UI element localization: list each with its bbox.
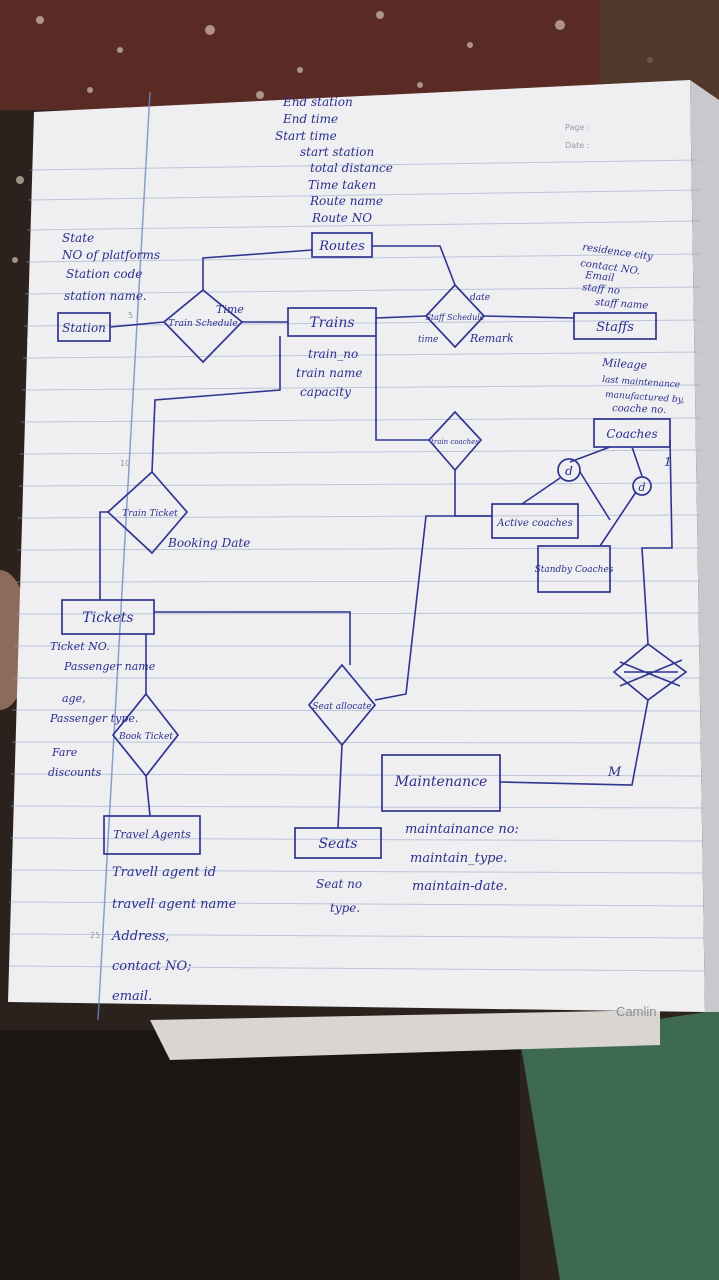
attr-staff-email: Email bbox=[584, 270, 615, 284]
attr-route-total-distance: total distance bbox=[310, 161, 393, 175]
attr-maintenance-type: maintain_type. bbox=[410, 851, 507, 866]
entity-tickets-label: Tickets bbox=[82, 610, 133, 626]
attr-passenger-age: age, bbox=[62, 692, 86, 705]
attr-station-name: station name. bbox=[64, 289, 147, 303]
attr-agent-email: email. bbox=[112, 989, 152, 1004]
attr-train-schedule-time: Time bbox=[216, 303, 244, 316]
attr-train-name: train name bbox=[296, 366, 362, 380]
page-label: Page : bbox=[565, 123, 590, 132]
attr-station-state: State bbox=[62, 231, 94, 245]
entity-maintenance-label: Maintenance bbox=[394, 774, 488, 790]
entity-station-label: Station bbox=[62, 321, 106, 335]
attr-agent-contact: contact NO; bbox=[112, 959, 192, 974]
margin-number: 25 bbox=[90, 931, 100, 940]
attr-ticket-no: Ticket NO. bbox=[50, 640, 110, 653]
rel-seat-allocate-label: Seat allocate bbox=[312, 702, 371, 712]
attr-station-platforms: NO of platforms bbox=[61, 248, 160, 262]
attr-route-start-station: start station bbox=[300, 145, 374, 159]
attr-maintenance-date: maintain-date. bbox=[412, 879, 508, 894]
notebook-brand: Camlin bbox=[616, 1004, 656, 1019]
rel-staff-schedule-label: Staff Schedule bbox=[425, 313, 484, 322]
disjoint-marker-1: d bbox=[565, 464, 573, 478]
attr-staff-name: staff name bbox=[595, 297, 649, 312]
entity-seats-label: Seats bbox=[318, 836, 357, 852]
attr-route-no: Route NO bbox=[311, 211, 372, 225]
attr-agent-address: Address, bbox=[111, 929, 169, 944]
entity-routes bbox=[311, 232, 373, 258]
attr-seat-no: Seat no bbox=[316, 877, 362, 891]
attr-staff-schedule-remark: Remark bbox=[469, 332, 514, 345]
attr-coach-no: coache no. bbox=[612, 403, 667, 416]
attr-train-capacity: capacity bbox=[300, 385, 351, 399]
rel-train-coaches-label: train coaches bbox=[431, 438, 479, 446]
attr-train-no: train_no bbox=[308, 347, 358, 361]
cardinality-one: 1 bbox=[664, 455, 672, 469]
entity-trains-label: Trains bbox=[309, 315, 354, 331]
entity-tickets bbox=[61, 599, 155, 635]
attr-staff-no: staff no bbox=[582, 282, 621, 297]
rel-staff-schedule bbox=[424, 283, 486, 349]
attr-seat-type: type. bbox=[330, 901, 360, 915]
attr-discounts: discounts bbox=[48, 766, 102, 779]
entity-standby-coaches bbox=[537, 545, 611, 593]
entity-maintenance bbox=[381, 754, 501, 812]
disjoint-circle-2 bbox=[632, 476, 652, 496]
cardinality-many: M bbox=[607, 765, 622, 780]
attr-booking-date: Booking Date bbox=[167, 536, 250, 550]
margin-number: 10 bbox=[120, 459, 130, 468]
connector-lines bbox=[99, 245, 673, 829]
rel-train-ticket bbox=[106, 470, 189, 555]
date-label: Date : bbox=[565, 141, 589, 150]
margin-number: 5 bbox=[128, 311, 133, 320]
attr-passenger-type: Passenger type. bbox=[49, 712, 138, 725]
rel-train-schedule bbox=[162, 288, 244, 364]
disjoint-circle-1 bbox=[557, 458, 581, 482]
attr-route-name: Route name bbox=[309, 194, 383, 208]
attr-fare: Fare bbox=[51, 746, 78, 759]
entity-staffs-label: Staffs bbox=[596, 320, 634, 335]
attr-passenger-name: Passenger name bbox=[63, 660, 156, 673]
entity-active-coaches-label: Active coaches bbox=[496, 518, 572, 529]
entity-coaches-label: Coaches bbox=[606, 427, 657, 441]
attr-station-code: Station code bbox=[66, 267, 142, 281]
attr-staff-schedule-time: time bbox=[418, 335, 438, 345]
disjoint-marker-2: d bbox=[638, 481, 645, 494]
attr-coach-last-maintenance: last maintenance bbox=[602, 375, 681, 390]
rel-train-ticket-label: Train Ticket bbox=[122, 509, 178, 519]
attr-staff-schedule-date: date bbox=[470, 293, 490, 303]
attr-route-start-time: Start time bbox=[275, 129, 337, 143]
entity-travel-agents bbox=[103, 815, 201, 855]
entity-active-coaches bbox=[491, 503, 579, 539]
attr-agent-id: Travell agent id bbox=[112, 865, 216, 880]
attr-route-time-taken: Time taken bbox=[308, 178, 376, 192]
rel-book-ticket-label: Book Ticket bbox=[118, 732, 173, 742]
attr-maintenance-no: maintainance no: bbox=[405, 822, 519, 837]
entity-standby-coaches-label: Standby Coaches bbox=[535, 565, 614, 575]
scribble-cross bbox=[619, 659, 683, 687]
rel-train-schedule-label: Train Schedule bbox=[168, 319, 237, 329]
attr-route-end-time: End time bbox=[282, 112, 338, 126]
entity-travel-agents-label: Travel Agents bbox=[113, 828, 191, 841]
entity-staffs bbox=[573, 312, 657, 340]
attr-coach-mileage: Mileage bbox=[601, 356, 648, 372]
entity-routes-label: Routes bbox=[318, 239, 365, 254]
attr-agent-name: travell agent name bbox=[112, 897, 237, 912]
attr-route-end-station: End station bbox=[282, 95, 353, 109]
